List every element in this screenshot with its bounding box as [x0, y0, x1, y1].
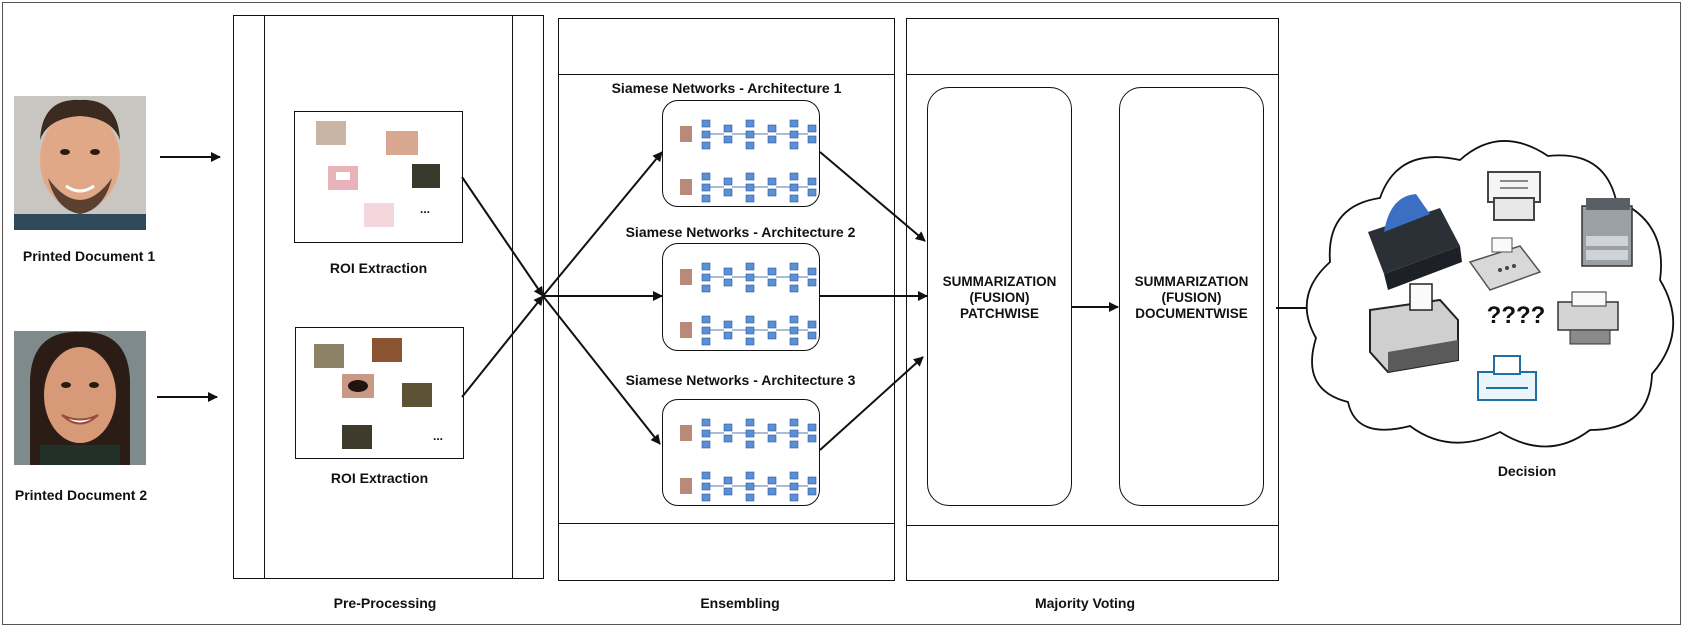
fax-machine-icon: [1468, 237, 1542, 291]
document-1-label: Printed Document 1: [22, 248, 156, 264]
documentwise-text: SUMMARIZATION (FUSION) DOCUMENTWISE: [1119, 274, 1264, 322]
decision-label: Decision: [1497, 463, 1557, 479]
copier-icon: [1581, 198, 1633, 267]
ensembling-container: [558, 18, 895, 581]
network-branch: [680, 471, 817, 502]
roi-label-2: ROI Extraction: [330, 470, 429, 486]
arrow-arch1-to-patchwise: [819, 151, 926, 242]
arrow-hub-to-arch3: [542, 295, 661, 445]
ensembling-bottom-divider: [558, 523, 895, 524]
patchwise-line-2: (FUSION): [969, 290, 1030, 305]
face-photo-2: [14, 331, 146, 465]
patchwise-line-1: SUMMARIZATION: [942, 274, 1057, 289]
network-branch: [680, 262, 817, 293]
patchwise-line-3: PATCHWISE: [960, 306, 1039, 321]
roi-box-1: [294, 111, 463, 243]
architecture-1-title: Siamese Networks - Architecture 1: [611, 80, 842, 96]
preprocessing-left-rail: [264, 15, 265, 579]
voting-bottom-divider: [906, 525, 1279, 526]
inkjet-printer-icon: [1368, 194, 1462, 290]
roi-box-2: [295, 327, 464, 459]
network-branch: [680, 418, 817, 449]
roi-ellipsis-1: ...: [420, 202, 431, 216]
face-photo-1: [14, 96, 146, 230]
documentwise-line-2: (FUSION): [1161, 290, 1222, 305]
network-branch: [680, 172, 817, 203]
voting-top-divider: [906, 74, 1279, 75]
stage-label-preprocessing: Pre-Processing: [333, 595, 437, 611]
network-branch: [680, 315, 817, 346]
fax-printer-icon: [1487, 171, 1541, 221]
arrow-hub-to-arch1: [542, 151, 663, 297]
arrow-roi1-to-hub: [461, 176, 544, 297]
roi-patches-1: [316, 121, 440, 227]
small-printer-icon: [1477, 355, 1537, 401]
stage-label-ensembling: Ensembling: [700, 595, 780, 611]
majority-voting-container: [906, 18, 1279, 581]
roi-ellipsis-2: ...: [433, 429, 444, 443]
desktop-printer-icon: [1557, 291, 1619, 345]
documentwise-line-3: DOCUMENTWISE: [1135, 306, 1248, 321]
roi-patches-2: [314, 338, 432, 449]
network-branch: [680, 119, 817, 150]
patchwise-text: SUMMARIZATION (FUSION) PATCHWISE: [927, 274, 1072, 322]
document-2-label: Printed Document 2: [14, 487, 148, 503]
preprocessing-right-rail: [512, 15, 513, 579]
architecture-3-title: Siamese Networks - Architecture 3: [625, 372, 856, 388]
summarization-patchwise-box: [927, 87, 1072, 506]
preprocessing-container: [233, 15, 544, 579]
roi-label-1: ROI Extraction: [329, 260, 428, 276]
laser-printer-icon: [1369, 283, 1459, 374]
architecture-2-title: Siamese Networks - Architecture 2: [625, 224, 856, 240]
arrow-roi2-to-hub: [461, 295, 544, 398]
stage-label-majority-voting: Majority Voting: [1034, 595, 1136, 611]
ensembling-top-divider: [558, 74, 895, 75]
arrow-arch3-to-patchwise: [819, 356, 924, 451]
summarization-documentwise-box: [1119, 87, 1264, 506]
decision-unknown-text: ????: [1486, 302, 1546, 329]
documentwise-line-1: SUMMARIZATION: [1134, 274, 1249, 289]
